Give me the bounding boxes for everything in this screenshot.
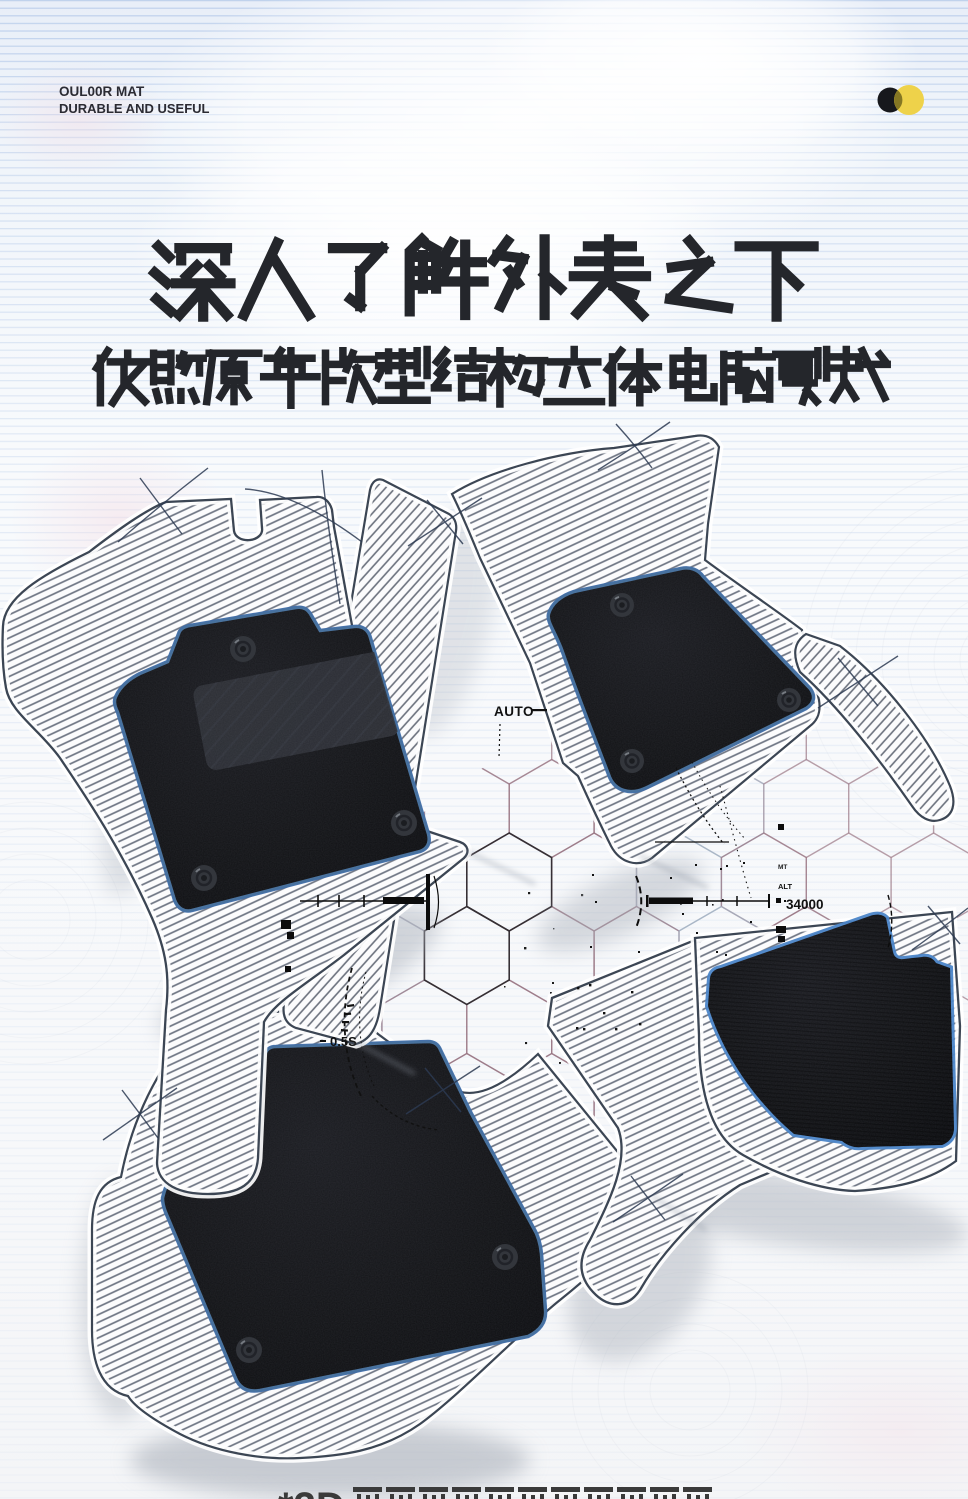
svg-text:*3D: *3D: [278, 1485, 345, 1499]
svg-text:0.5S: 0.5S: [330, 1034, 357, 1049]
svg-text:DURABLE AND USEFUL: DURABLE AND USEFUL: [59, 101, 210, 116]
svg-text:34000: 34000: [786, 897, 824, 912]
svg-text:OUL00R MAT: OUL00R MAT: [59, 84, 145, 99]
svg-text:ALT: ALT: [778, 882, 792, 891]
svg-text:MT: MT: [778, 864, 787, 871]
svg-text:AUTO: AUTO: [494, 704, 534, 719]
